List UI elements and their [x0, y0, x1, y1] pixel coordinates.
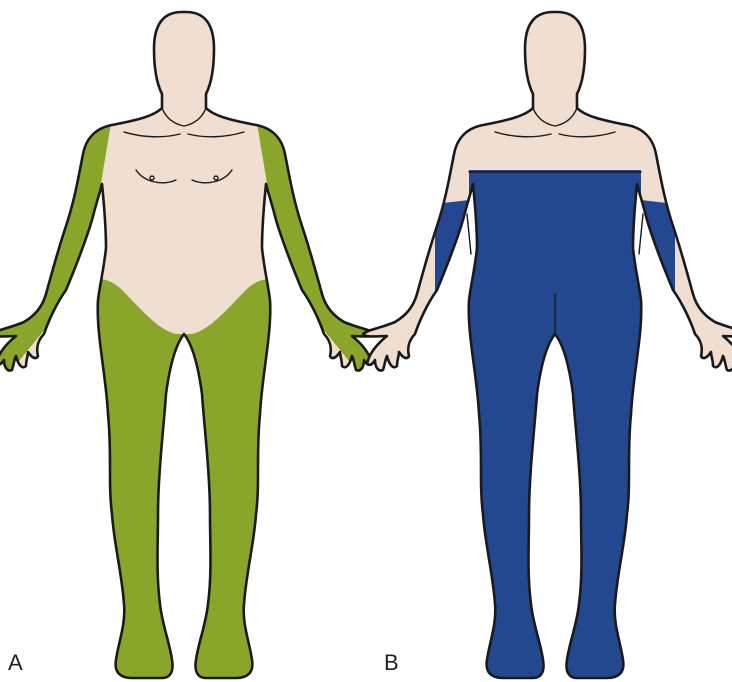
panel-label-a: A — [8, 652, 23, 674]
panel-label-b: B — [384, 652, 399, 674]
figure-b-body — [363, 12, 732, 682]
figure-b-highlight-region — [435, 170, 675, 682]
figure-a-skin — [0, 12, 376, 678]
figure-a-body — [0, 12, 384, 682]
